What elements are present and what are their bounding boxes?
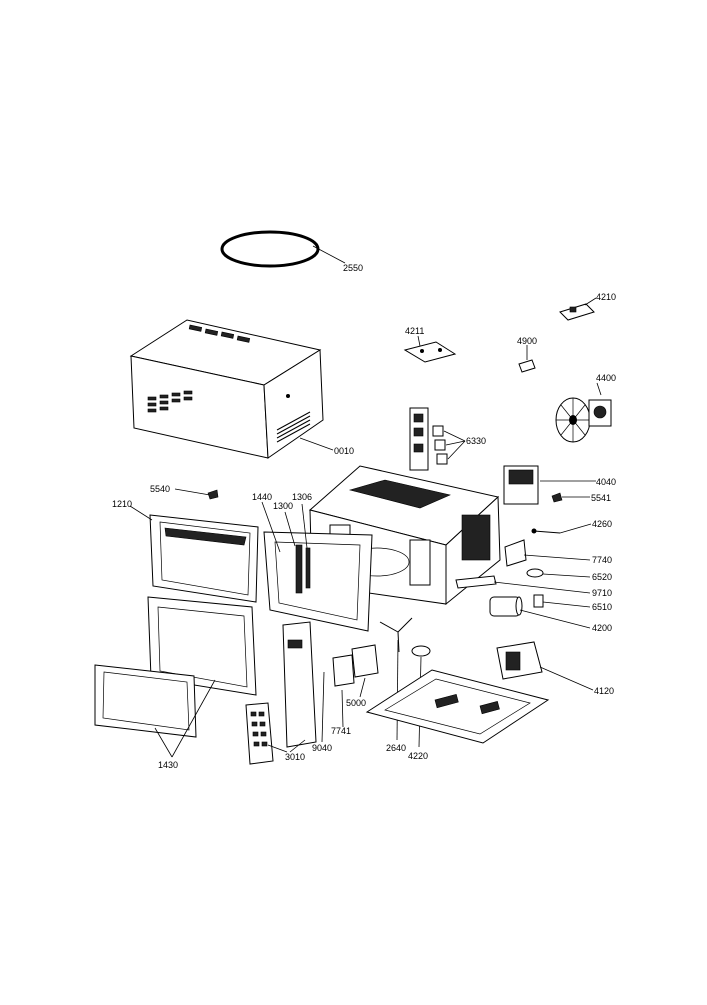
- part-6330-switches: [409, 407, 466, 471]
- cabinet-vent-slots-side: [276, 411, 311, 443]
- label-1306: 1306: [292, 492, 312, 502]
- label-3010: 3010: [285, 752, 305, 762]
- part-4120-transformer: [496, 641, 594, 691]
- part-5541-fastener: [551, 492, 590, 503]
- part-4040-magnetron: [503, 465, 596, 505]
- label-4260: 4260: [592, 519, 612, 529]
- label-9040: 9040: [312, 743, 332, 753]
- label-6330: 6330: [466, 436, 486, 446]
- label-4211: 4211: [405, 326, 424, 336]
- part-4211-plate: [403, 335, 457, 363]
- keypad-buttons: [250, 711, 268, 747]
- part-4260-sensor: [531, 523, 592, 534]
- part-7741-board: [332, 654, 355, 728]
- label-4900: 4900: [517, 336, 537, 346]
- label-0010: 0010: [334, 446, 354, 456]
- label-6520: 6520: [592, 572, 612, 582]
- label-4400: 4400: [596, 373, 616, 383]
- part-2550-gasket-ring: [220, 230, 346, 268]
- label-4120: 4120: [594, 686, 614, 696]
- part-3010-control-panel: [245, 621, 317, 765]
- label-7741: 7741: [331, 726, 351, 736]
- oven-base-plate: [365, 669, 550, 744]
- label-1430: 1430: [158, 760, 178, 770]
- part-6510-fuse-holder: [533, 594, 591, 608]
- part-2640-roller-ring: [379, 617, 413, 741]
- label-9710: 9710: [592, 588, 612, 598]
- label-4200: 4200: [592, 623, 612, 633]
- label-5540: 5540: [150, 484, 170, 494]
- label-1300: 1300: [273, 501, 293, 511]
- label-4210: 4210: [596, 292, 616, 302]
- part-4900-fuse: [518, 345, 536, 373]
- label-4040: 4040: [596, 477, 616, 487]
- part-1210-door-frame: [129, 505, 259, 603]
- part-7740-board: [504, 539, 591, 567]
- label-5541: 5541: [591, 493, 611, 503]
- label-7740: 7740: [592, 555, 612, 565]
- label-4220: 4220: [408, 751, 428, 761]
- part-4200-capacitor: [489, 596, 591, 629]
- label-5000: 5000: [346, 698, 366, 708]
- part-9710-bracket: [455, 575, 591, 594]
- label-2550: 2550: [343, 263, 363, 273]
- part-number-labels: 2550 4210 4211 4900 4400 0010 6330 4040 …: [112, 263, 616, 770]
- part-5000-board: [351, 644, 379, 698]
- part-6520-diode: [526, 568, 591, 578]
- cabinet-vent-slots-left: [147, 390, 193, 413]
- part-5540-fastener: [174, 488, 219, 500]
- label-6510: 6510: [592, 602, 612, 612]
- part-9040-wire: [321, 671, 325, 743]
- label-1210: 1210: [112, 499, 132, 509]
- part-4400-fan-motor: [555, 382, 612, 443]
- part-4210-bracket: [559, 297, 597, 321]
- part-1430-door-panel: [94, 596, 257, 758]
- part-0010-outer-cabinet: [129, 319, 334, 459]
- label-1440: 1440: [252, 492, 272, 502]
- label-2640: 2640: [386, 743, 406, 753]
- oven-chassis: [308, 465, 501, 606]
- part-1440-choke-frame: [261, 501, 373, 632]
